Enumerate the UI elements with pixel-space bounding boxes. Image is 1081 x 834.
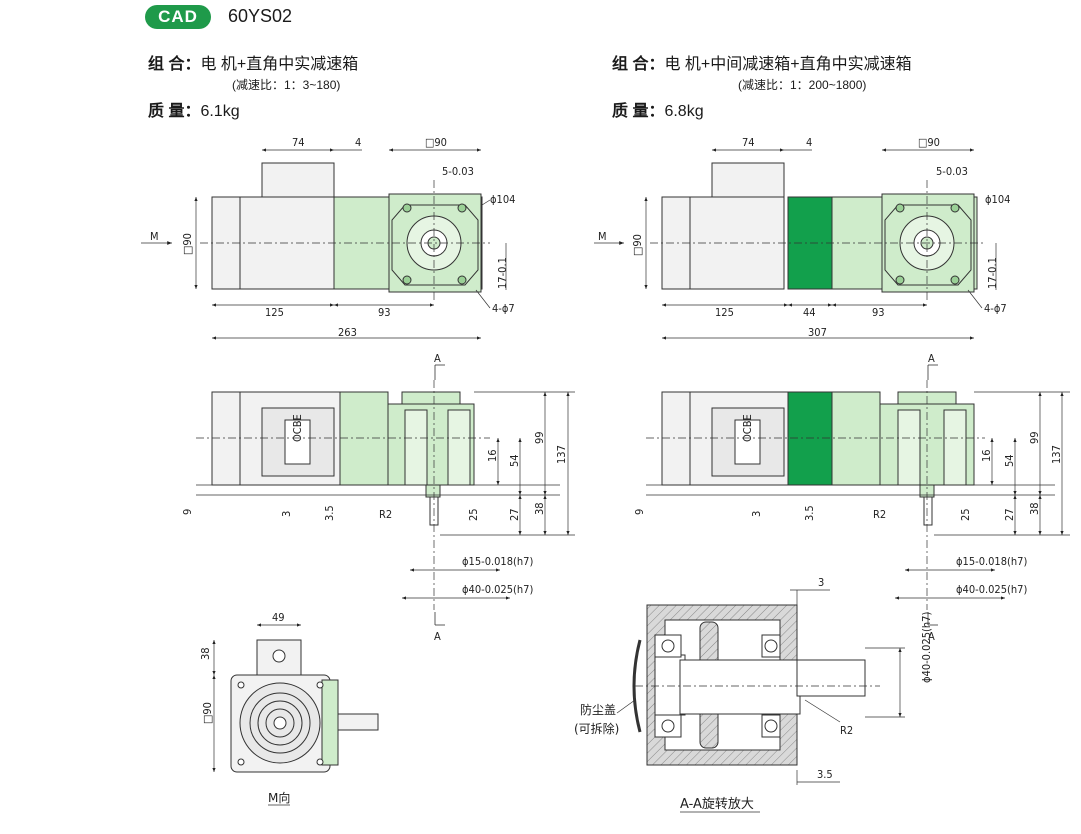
dim-phi104-left: ϕ104 [490, 193, 515, 206]
dim-99-left: 99 [533, 431, 546, 444]
dim-125-right: 125 [715, 306, 734, 319]
left-ratio: (减速比：1：3~180) [232, 78, 341, 92]
model-number: 60YS02 [228, 6, 293, 26]
dim-137-left: 137 [555, 445, 568, 464]
dim-tol17-right: 17-0.1 [986, 257, 999, 289]
dim-27-right: 27 [1003, 508, 1016, 521]
dim-38-m: 38 [199, 647, 212, 660]
dim-r2-left: R2 [379, 508, 392, 521]
dim-phi40-left: ϕ40-0.025(h7) [462, 583, 533, 596]
label-m-right: M [598, 230, 607, 243]
dim-38-right: 38 [1028, 502, 1041, 515]
dim-phi15-right: ϕ15-0.018(h7) [956, 555, 1027, 568]
dim-sq90-right: □90 [918, 136, 940, 149]
dim-25-left: 25 [467, 508, 480, 521]
dim-r2-aa: R2 [840, 724, 853, 737]
right-combo-value: 电 机+中间减速箱+直角中实减速箱 [664, 56, 912, 73]
dim-4-right: 4 [806, 136, 812, 149]
m-view-title: M向 [268, 790, 290, 805]
left-mass: 质 量：6.1kg [148, 97, 240, 121]
dim-sq90v-right: □90 [631, 234, 644, 256]
aa-section-view [616, 589, 905, 813]
dust-cover-removable: (可拆除) [574, 721, 619, 736]
dim-35-aa: 3.5 [817, 768, 833, 781]
left-mass-label: 质 量： [148, 103, 201, 120]
dim-54-right: 54 [1003, 454, 1016, 467]
dim-93-right: 93 [872, 306, 885, 319]
dim-phi15-left: ϕ15-0.018(h7) [462, 555, 533, 568]
dim-9-right: 9 [633, 509, 646, 515]
right-combo-label: 组 合： [612, 56, 665, 73]
dim-phi40-aa: ϕ40-0.025(h7) [920, 612, 933, 683]
dim-54-left: 54 [508, 454, 521, 467]
cad-badge: CAD [145, 5, 211, 29]
dim-3-left: 3 [280, 511, 293, 517]
dim-35-right: 3.5 [803, 505, 816, 521]
dim-93-left: 93 [378, 306, 391, 319]
dim-hole-left: 4-ϕ7 [492, 302, 515, 315]
label-m-left: M [150, 230, 159, 243]
dim-sq90v-left: □90 [181, 233, 194, 255]
dim-44: 44 [803, 306, 816, 319]
dim-74-left: 74 [292, 136, 305, 149]
m-view [212, 623, 379, 806]
dim-16-left: 16 [486, 449, 499, 462]
dim-tol5-right: 5-0.03 [936, 165, 968, 178]
left-combo-value: 电 机+直角中实减速箱 [200, 56, 359, 73]
dim-3-right: 3 [750, 511, 763, 517]
dim-phi40-right: ϕ40-0.025(h7) [956, 583, 1027, 596]
dim-125-left: 125 [265, 306, 284, 319]
right-mass: 质 量：6.8kg [612, 97, 704, 121]
section-a-top-right: A [928, 352, 935, 365]
dim-307: 307 [808, 326, 827, 339]
dim-49: 49 [272, 611, 285, 624]
dim-25-right: 25 [959, 508, 972, 521]
dim-263: 263 [338, 326, 357, 339]
dim-4-left: 4 [355, 136, 361, 149]
left-mass-value: 6.1kg [200, 103, 240, 120]
dim-phi104-right: ϕ104 [985, 193, 1010, 206]
right-ratio: (减速比：1：200~1800) [738, 78, 867, 92]
dim-137-right: 137 [1050, 445, 1063, 464]
right-mass-label: 质 量： [612, 103, 665, 120]
dim-tol5-left: 5-0.03 [442, 165, 474, 178]
right-mass-value: 6.8kg [664, 103, 704, 120]
dim-sq90-left: □90 [425, 136, 447, 149]
dim-sq90-m: □90 [201, 702, 214, 724]
dim-27-left: 27 [508, 508, 521, 521]
left-combo-label: 组 合： [148, 56, 201, 73]
right-side-view [646, 364, 1070, 626]
dim-99-right: 99 [1028, 431, 1041, 444]
left-side-view [196, 364, 575, 626]
nameplate-right: OCBE [741, 414, 754, 442]
dim-r2-right: R2 [873, 508, 886, 521]
dim-9-left: 9 [181, 509, 194, 515]
dim-hole-right: 4-ϕ7 [984, 302, 1007, 315]
dim-74-right: 74 [742, 136, 755, 149]
dim-tol17-left: 17-0.1 [496, 257, 509, 289]
dim-16-right: 16 [980, 449, 993, 462]
right-combo: 组 合：电 机+中间减速箱+直角中实减速箱 [612, 50, 912, 74]
left-front-view [141, 148, 507, 340]
section-a-top-left: A [434, 352, 441, 365]
section-a-bottom-right: A [928, 630, 935, 643]
nameplate-left: OCBE [291, 414, 304, 442]
section-a-bottom-left: A [434, 630, 441, 643]
dim-3-aa: 3 [818, 576, 824, 589]
right-front-view [594, 148, 997, 340]
dim-35-left: 3.5 [323, 505, 336, 521]
left-combo: 组 合：电 机+直角中实减速箱 [148, 50, 358, 74]
dust-cover-label: 防尘盖 [580, 702, 616, 717]
dim-38-left: 38 [533, 502, 546, 515]
aa-view-title: A-A旋转放大 [680, 797, 754, 812]
